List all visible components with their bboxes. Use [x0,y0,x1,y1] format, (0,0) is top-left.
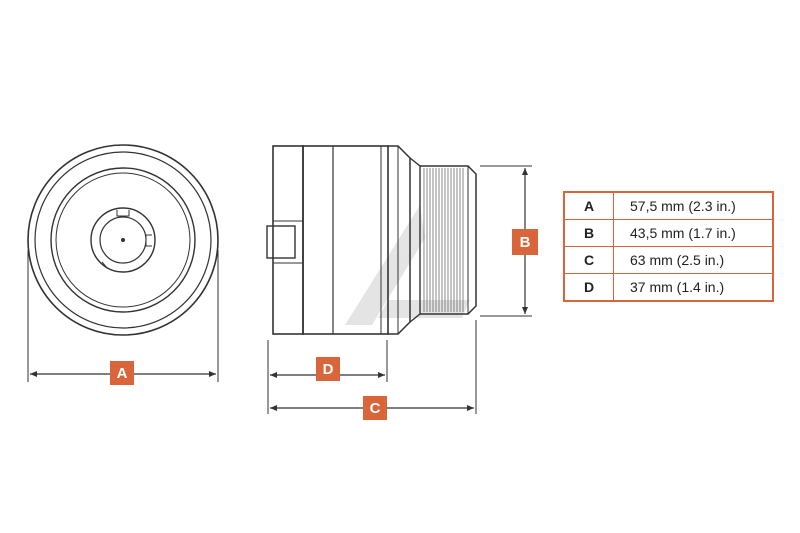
dimension-a: A [27,250,219,385]
side-view [266,145,477,335]
front-view [27,144,219,336]
front-ring-3 [50,167,196,313]
dimension-d-label: D [323,361,334,378]
dimension-a-tag [110,361,134,385]
front-outer-ring [27,144,219,336]
dimension-b-label: B [520,234,531,251]
dimension-key: D [563,273,614,302]
dimension-a-label: A [117,365,128,382]
side-thread-outline [420,165,477,315]
dimensions-table: A 57,5 mm (2.3 in.) B 43,5 mm (1.7 in.) … [563,191,774,302]
table-row: B 43,5 mm (1.7 in.) [563,219,774,247]
dimension-b: B [480,165,538,317]
dimension-c-tag [363,396,387,420]
side-body [302,145,389,335]
front-ring-2 [34,151,212,329]
dimension-value: 43,5 mm (1.7 in.) [613,219,774,247]
table-row: A 57,5 mm (2.3 in.) [563,191,774,220]
side-flange [388,145,411,335]
dimension-c-label: C [370,400,381,417]
side-key [266,225,296,259]
side-thread-lines [423,168,464,312]
dimension-b-tag [512,229,538,255]
side-cap [272,145,304,335]
table-row: C 63 mm (2.5 in.) [563,246,774,274]
dimension-value: 37 mm (1.4 in.) [613,273,774,302]
dimension-key: C [563,246,614,274]
front-slot-right [145,234,152,247]
dimension-key: B [563,219,614,247]
dimension-d-tag [316,357,340,381]
front-slot-bottom [101,261,108,269]
dimension-value: 63 mm (2.5 in.) [613,246,774,274]
front-center-pin [121,238,125,242]
front-hub-outer [90,207,156,273]
front-slot-top [116,210,130,217]
front-ring-4 [55,172,191,308]
dimension-value: 57,5 mm (2.3 in.) [613,191,774,220]
table-row: D 37 mm (1.4 in.) [563,273,774,302]
dimension-c: C [270,320,477,420]
dimension-key: A [563,191,614,220]
dimension-d: D [267,340,388,414]
